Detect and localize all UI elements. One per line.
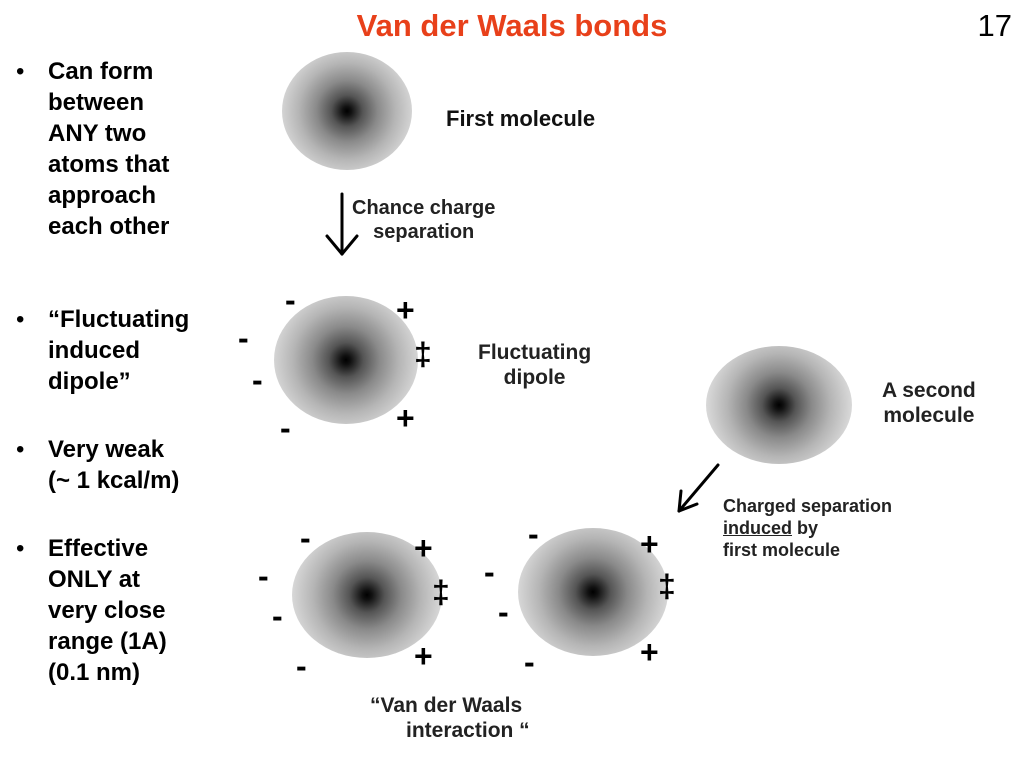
minus-sign: - — [524, 644, 535, 680]
double-plus-sign: ‡ — [432, 574, 450, 610]
label-line: “Van der Waals — [370, 694, 523, 717]
bullet-line: between — [48, 89, 145, 116]
label-line: Fluctuating — [478, 341, 592, 364]
second-molecule-blob — [706, 346, 852, 464]
chance-separation-label: Chance charge separation — [352, 196, 495, 244]
bullet-line: dipole” — [48, 368, 131, 395]
minus-sign: - — [238, 320, 249, 356]
label-line: first molecule — [723, 540, 841, 560]
minus-sign: - — [498, 594, 509, 630]
first-molecule-label: First molecule — [446, 106, 596, 131]
label-word: by — [792, 518, 819, 538]
first-molecule-blob — [282, 52, 412, 170]
label-line: Charged separation — [723, 496, 893, 516]
label-line: dipole — [503, 366, 566, 389]
bullet-line: induced — [48, 337, 141, 364]
fluctuating-dipole-label: Fluctuating dipole — [478, 340, 591, 390]
minus-sign: - — [252, 362, 263, 398]
minus-sign: - — [280, 410, 291, 446]
bullet-line: ANY two — [48, 120, 147, 147]
diagonal-arrow-icon — [677, 463, 720, 513]
bullet-item: Can form between ANY two atoms that appr… — [16, 56, 226, 242]
bullet-item: Very weak (~ 1 kcal/m) — [16, 434, 226, 496]
minus-sign: - — [285, 282, 296, 318]
minus-sign: - — [258, 558, 269, 594]
bullet-line: very close — [48, 597, 166, 624]
label-line: Chance charge — [352, 197, 496, 219]
bullet-line: (~ 1 kcal/m) — [48, 467, 180, 494]
bullet-item: “Fluctuating induced dipole” — [16, 304, 226, 397]
label-line: induced by — [723, 517, 892, 539]
minus-sign: - — [296, 648, 307, 684]
bullet-line: approach — [48, 182, 157, 209]
vdw-interaction-label: “Van der Waals interaction “ — [370, 693, 530, 743]
fluctuating-dipole-blob — [274, 296, 418, 424]
plus-sign: + — [640, 526, 659, 562]
double-plus-sign: ‡ — [414, 336, 432, 372]
plus-sign: + — [414, 638, 433, 674]
plus-sign: + — [396, 400, 415, 436]
second-molecule-label: A second molecule — [882, 378, 976, 428]
down-arrow-icon — [325, 192, 359, 256]
label-line: interaction “ — [406, 719, 530, 742]
slide-number: 17 — [977, 8, 1012, 43]
plus-sign: + — [414, 530, 433, 566]
bullet-line: “Fluctuating — [48, 306, 190, 333]
bullet-line: range (1A) — [48, 628, 167, 655]
label-line: molecule — [883, 404, 975, 427]
minus-sign: - — [272, 598, 283, 634]
minus-sign: - — [484, 554, 495, 590]
bullet-line: ONLY at — [48, 566, 141, 593]
vdw-left-molecule-blob — [292, 532, 442, 658]
double-plus-sign: ‡ — [658, 568, 676, 604]
slide-title: Van der Waals bonds — [356, 8, 668, 43]
minus-sign: - — [300, 520, 311, 556]
bullet-line: atoms that — [48, 151, 170, 178]
plus-sign: + — [640, 634, 659, 670]
label-line: A second — [882, 379, 976, 402]
bullet-line: (0.1 nm) — [48, 659, 141, 686]
bullet-list: Can form between ANY two atoms that appr… — [16, 56, 226, 688]
vdw-right-molecule-blob — [518, 528, 668, 656]
plus-sign: + — [396, 292, 415, 328]
bullet-line: Very weak — [48, 436, 165, 463]
bullet-item: Effective ONLY at very close range (1A) … — [16, 533, 226, 688]
label-line: separation — [373, 221, 475, 243]
charged-separation-label: Charged separation induced by first mole… — [723, 495, 892, 561]
minus-sign: - — [528, 516, 539, 552]
underlined-word: induced — [723, 518, 793, 538]
bullet-line: each other — [48, 213, 170, 240]
bullet-line: Effective — [48, 535, 149, 562]
bullet-line: Can form — [48, 58, 154, 85]
